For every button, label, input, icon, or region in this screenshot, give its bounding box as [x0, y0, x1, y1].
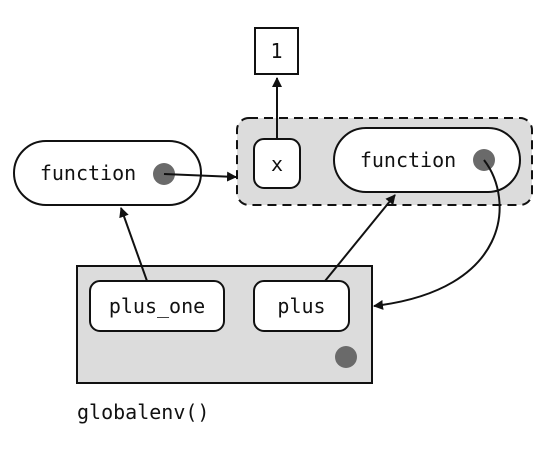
- binding-plus-one-label: plus_one: [109, 294, 205, 318]
- left-function-label: function: [40, 161, 136, 185]
- binding-plus-one: [89, 280, 225, 332]
- global-env-dot: [335, 346, 357, 368]
- binding-plus-label: plus: [277, 294, 325, 318]
- arrow-function-to-env: [163, 171, 237, 182]
- arrow-plus-to-function: [324, 194, 396, 282]
- value-box-text: 1: [270, 39, 282, 63]
- inner-function-label: function: [360, 148, 456, 172]
- binding-plus: [253, 280, 350, 332]
- arrow-plus-one-to-function: [119, 207, 148, 282]
- value-box: [254, 27, 299, 75]
- global-env-label: globalenv(): [77, 400, 209, 424]
- binding-x-label: x: [271, 152, 283, 176]
- arrow-function-to-global-env: [373, 159, 501, 310]
- inner-function-node: [333, 127, 521, 193]
- left-function-node: [13, 140, 202, 206]
